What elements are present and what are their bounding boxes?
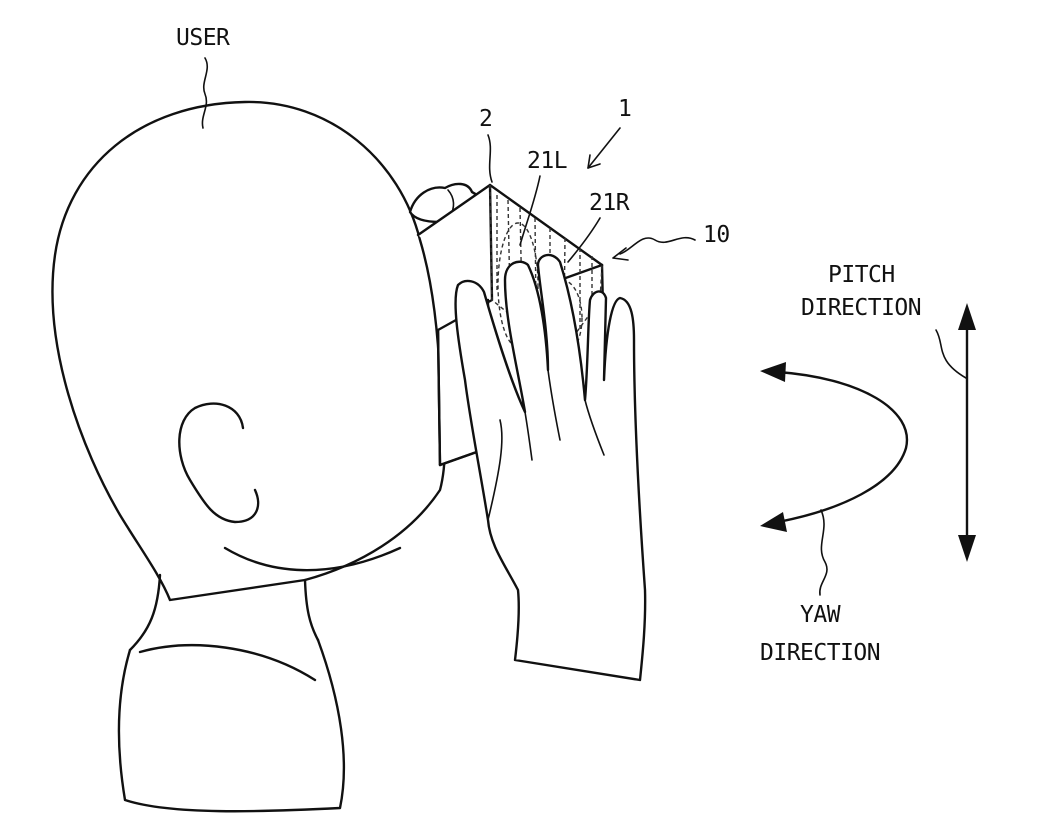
yaw-arrow-top-head [760, 362, 786, 382]
device-bottom-edge [436, 328, 442, 467]
label-ref-housing: 2 [479, 106, 492, 132]
user-neck-right [303, 578, 320, 642]
collar-line [138, 644, 317, 682]
label-yaw-1: YAW [800, 602, 841, 628]
leader-ref-left [519, 175, 541, 246]
user-shoulders [117, 638, 346, 813]
yaw-leader [819, 509, 828, 596]
arrow-ref-device [587, 127, 621, 169]
device-front-dashed [489, 184, 603, 357]
label-yaw-2: DIRECTION [760, 640, 880, 666]
finger-line-2 [547, 369, 561, 441]
user-jaw [223, 546, 402, 572]
leader-ref-body [619, 236, 696, 255]
pitch-arrow-up-head [958, 303, 976, 330]
label-pitch-1: PITCH [828, 262, 895, 288]
finger-line-3 [584, 399, 605, 456]
device-top-edge [488, 183, 604, 267]
leader-ref-housing [487, 134, 493, 183]
pitch-arrow-down-head [958, 535, 976, 562]
palm-crease [487, 419, 503, 521]
leader-ref-right [567, 217, 601, 263]
label-ref-left: 21L [527, 148, 567, 174]
finger-line-1 [524, 411, 533, 461]
lens-21L [497, 222, 539, 348]
user-neck [128, 573, 162, 652]
user-ear [178, 402, 260, 524]
right-hand [454, 253, 647, 682]
arrow-ref-device-head [587, 154, 601, 169]
yaw-arrow-bottom-head [760, 512, 787, 532]
leader-ref-body-head [612, 247, 629, 261]
leader-user [201, 57, 209, 129]
label-user: USER [176, 25, 230, 51]
label-ref-device: 1 [618, 96, 631, 122]
device-front-top [558, 263, 604, 282]
label-pitch-2: DIRECTION [801, 295, 921, 321]
label-ref-body: 10 [703, 222, 730, 248]
pitch-leader [935, 329, 967, 379]
label-ref-right: 21R [589, 190, 630, 216]
yaw-arrow-curve [776, 370, 909, 524]
user-head [51, 100, 447, 602]
